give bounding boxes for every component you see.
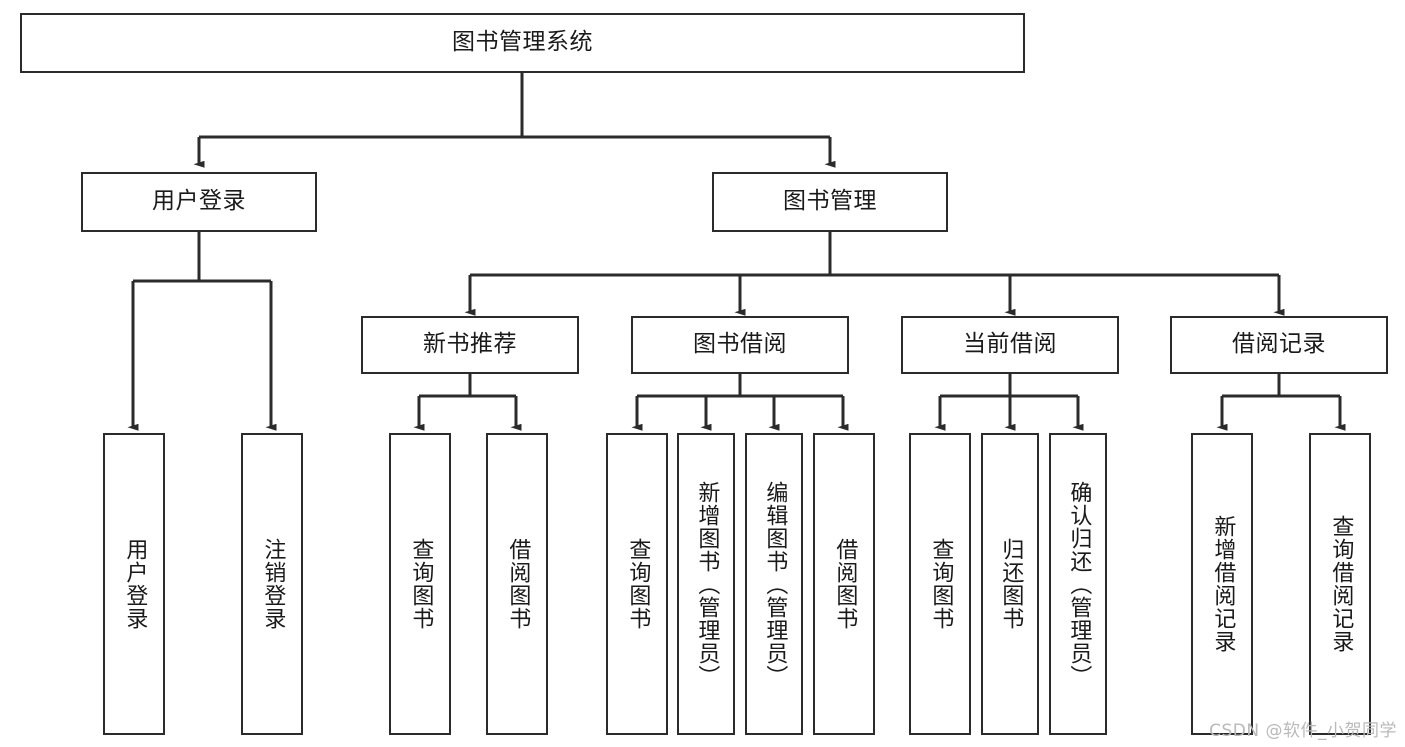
node-label: 借阅记录 <box>1232 331 1326 358</box>
node-leaf-query-borrow-record[interactable]: 查询借阅记录 <box>1309 433 1371 735</box>
node-current-borrow[interactable]: 当前借阅 <box>901 316 1119 374</box>
node-label: 借阅图书 <box>832 538 858 630</box>
node-leaf-return-book[interactable]: 归还图书 <box>981 433 1039 735</box>
node-label: 图书管理系统 <box>452 29 593 56</box>
node-leaf-add-borrow-record[interactable]: 新增借阅记录 <box>1191 433 1253 735</box>
node-leaf-confirm-return-admin[interactable]: 确认归还（管理员） <box>1049 433 1107 735</box>
node-borrow-record[interactable]: 借阅记录 <box>1170 316 1388 374</box>
node-leaf-borrow-book-recommend[interactable]: 借阅图书 <box>486 433 548 735</box>
node-label: 查询借阅记录 <box>1328 515 1354 653</box>
node-label: 当前借阅 <box>963 331 1057 358</box>
node-book-management[interactable]: 图书管理 <box>712 172 948 232</box>
node-leaf-query-book-recommend[interactable]: 查询图书 <box>389 433 451 735</box>
node-label: 编辑图书（管理员） <box>762 480 788 688</box>
node-label: 借阅图书 <box>505 538 531 630</box>
csdn-watermark: CSDN @软件_小贺同学 <box>1209 721 1397 741</box>
node-label: 图书管理 <box>783 188 877 215</box>
node-leaf-user-login[interactable]: 用户登录 <box>103 433 165 735</box>
node-user-login[interactable]: 用户登录 <box>81 172 317 232</box>
node-root-book-management-system[interactable]: 图书管理系统 <box>20 13 1025 73</box>
node-label: 归还图书 <box>998 538 1024 630</box>
node-label: 用户登录 <box>122 538 148 630</box>
node-leaf-query-book-borrow[interactable]: 查询图书 <box>606 433 668 735</box>
node-label: 新书推荐 <box>423 331 517 358</box>
node-leaf-add-book-admin[interactable]: 新增图书（管理员） <box>677 433 735 735</box>
node-new-book-recommend[interactable]: 新书推荐 <box>361 316 579 374</box>
node-label: 确认归还（管理员） <box>1066 480 1092 688</box>
node-leaf-edit-book-admin[interactable]: 编辑图书（管理员） <box>745 433 803 735</box>
node-book-borrow[interactable]: 图书借阅 <box>631 316 849 374</box>
node-label: 查询图书 <box>625 538 651 630</box>
node-leaf-query-book-current[interactable]: 查询图书 <box>909 433 971 735</box>
node-label: 新增借阅记录 <box>1210 515 1236 653</box>
node-label: 查询图书 <box>408 538 434 630</box>
node-label: 图书借阅 <box>693 331 787 358</box>
node-leaf-logout[interactable]: 注销登录 <box>241 433 303 735</box>
node-label: 注销登录 <box>260 538 286 630</box>
node-label: 新增图书（管理员） <box>694 480 720 688</box>
node-leaf-borrow-book[interactable]: 借阅图书 <box>813 433 875 735</box>
node-label: 用户登录 <box>152 188 246 215</box>
node-label: 查询图书 <box>928 538 954 630</box>
